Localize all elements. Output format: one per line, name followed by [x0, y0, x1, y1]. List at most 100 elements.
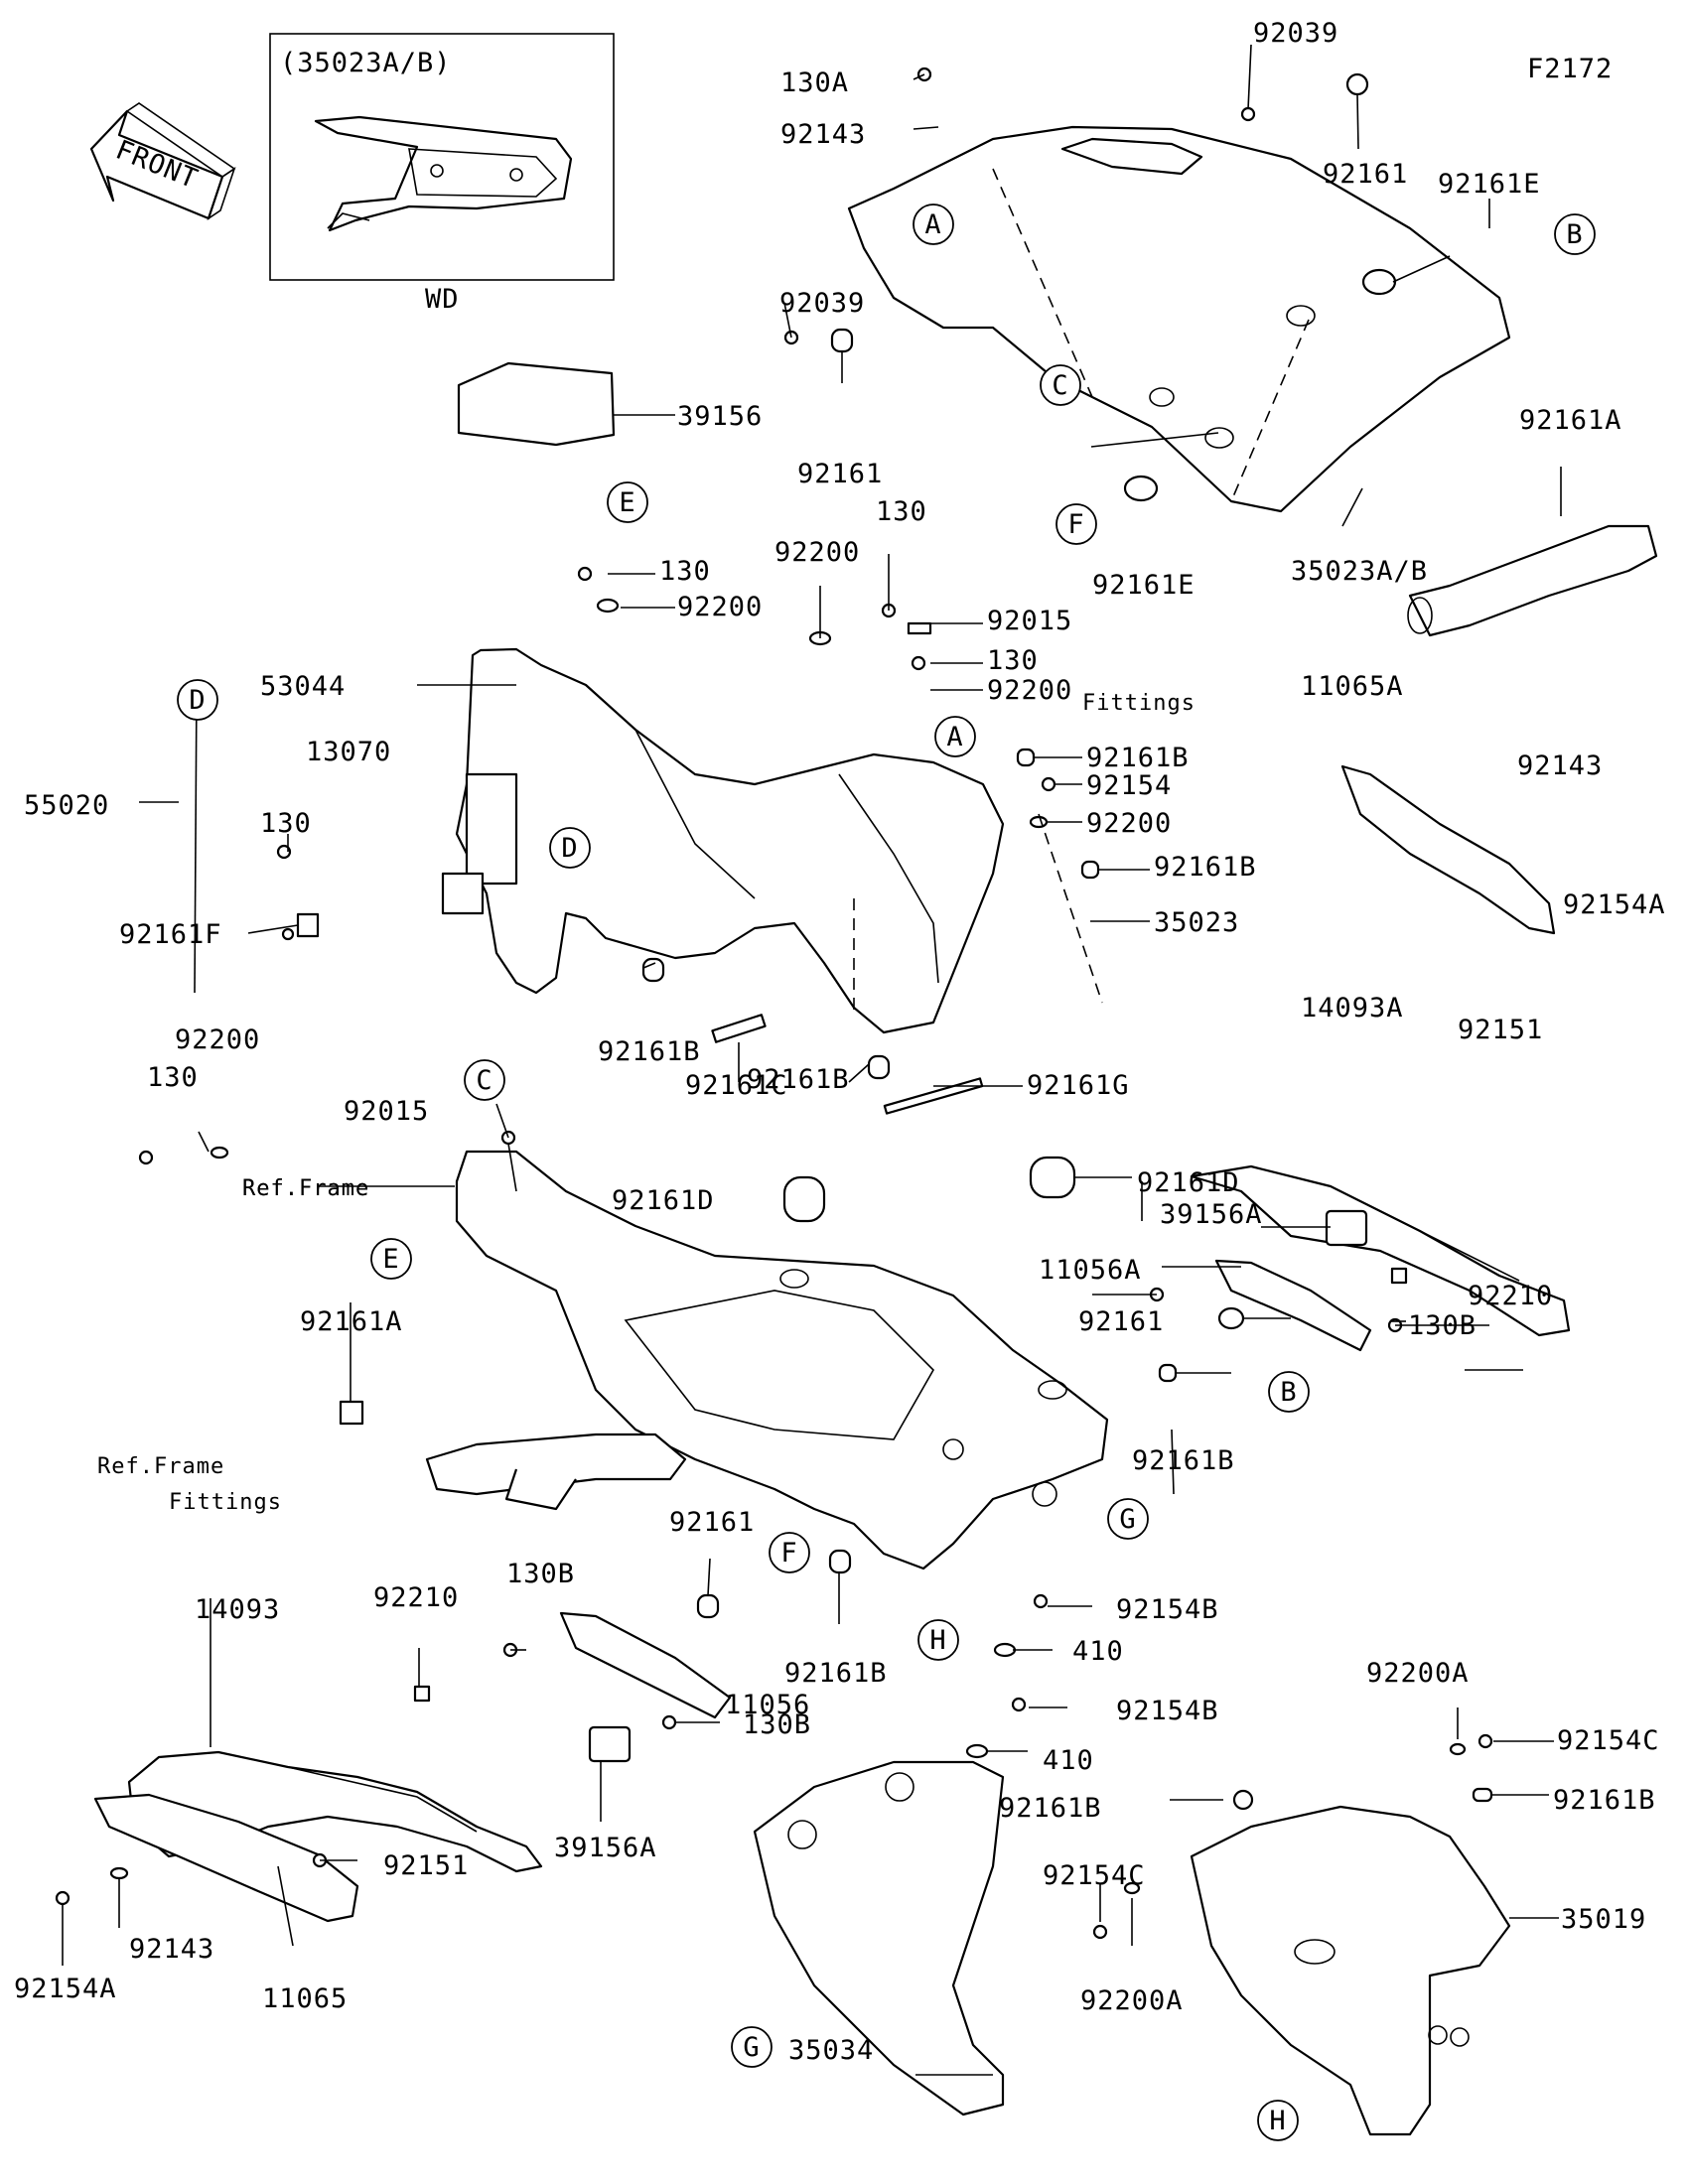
part-label: 92154A — [1563, 889, 1666, 920]
part-label: 92151 — [383, 1850, 469, 1881]
cover-11065a — [1340, 764, 1556, 935]
part-label: 92161E — [1438, 169, 1541, 200]
inner-panel-35034 — [753, 1760, 1005, 2116]
part-label: 11065 — [262, 1983, 348, 2014]
part-label: 55020 — [24, 790, 109, 821]
ref-frame-fittings-left — [425, 1433, 687, 1496]
cover-11065 — [93, 1793, 359, 1923]
part-label: Ref.Frame — [97, 1454, 224, 1479]
part-label: 92200 — [987, 675, 1072, 706]
part-label: Fittings — [1082, 691, 1196, 716]
part-label: 130 — [987, 645, 1039, 676]
callout-letter: C — [1052, 370, 1068, 401]
part-label: 92161B — [999, 1793, 1102, 1824]
callout-letter: D — [561, 833, 578, 864]
part-label: 92200A — [1080, 1985, 1184, 2016]
callout-marker: C — [464, 1059, 505, 1101]
part-label: Ref.Frame — [242, 1176, 369, 1201]
foam-39156a-left — [588, 1725, 632, 1763]
part-label: 92015 — [344, 1096, 429, 1127]
part-label: 92200 — [677, 592, 763, 622]
part-label: 130A — [780, 68, 849, 98]
part-label: 92161B — [784, 1658, 888, 1689]
part-label: 92039 — [1253, 18, 1338, 49]
fasteners — [55, 67, 1493, 1940]
part-label: 92161B — [747, 1064, 850, 1095]
inset-box — [269, 33, 615, 281]
bracket-11056 — [559, 1611, 732, 1719]
part-label: 92161C — [685, 1070, 788, 1101]
callout-marker: B — [1554, 213, 1596, 255]
part-label: 410 — [1072, 1636, 1124, 1667]
part-label: 130B — [1408, 1310, 1477, 1341]
part-label: 92154 — [1086, 770, 1172, 801]
callout-marker: E — [370, 1238, 412, 1280]
leader-lines — [62, 44, 1562, 2076]
part-label: 92015 — [987, 606, 1072, 636]
part-label: Fittings — [169, 1490, 282, 1515]
part-label: 14093A — [1301, 993, 1404, 1024]
part-label: 92143 — [780, 119, 866, 150]
callout-letter: H — [1269, 2106, 1286, 2136]
callout-letter: E — [382, 1244, 399, 1275]
part-label: 92161B — [598, 1036, 701, 1067]
figure-code: F2172 — [1527, 54, 1613, 84]
callout-letter: B — [1280, 1377, 1297, 1408]
part-label: 92210 — [373, 1582, 459, 1613]
callout-marker: A — [913, 204, 954, 245]
callout-marker: D — [177, 679, 218, 721]
callout-marker: G — [1107, 1498, 1149, 1540]
part-label: 130 — [147, 1062, 199, 1093]
part-label: 35023A/B — [1291, 556, 1428, 587]
part-label: 130 — [260, 808, 312, 839]
callout-letter: E — [619, 487, 635, 518]
callout-marker: G — [731, 2026, 773, 2068]
part-label: 35019 — [1561, 1904, 1646, 1935]
part-label: 130 — [659, 556, 711, 587]
part-label: 92154C — [1557, 1725, 1660, 1756]
callout-marker: D — [549, 827, 591, 869]
callout-marker: C — [1040, 364, 1081, 406]
part-label: 92154A — [14, 1974, 117, 2004]
inset-fender-drawing — [314, 115, 573, 232]
callout-letter: G — [743, 2032, 760, 2063]
dashed-leaders — [853, 168, 1310, 1013]
callout-marker: B — [1268, 1371, 1310, 1413]
part-label: 92143 — [129, 1934, 214, 1965]
part-label: Ref.Frame — [242, 1176, 369, 1201]
part-label: 92200 — [175, 1024, 260, 1055]
part-label: 92143 — [1517, 751, 1603, 781]
callout-letter: F — [1067, 509, 1084, 540]
inset-title: (35023A/B) — [280, 48, 452, 78]
part-label: 92151 — [1458, 1015, 1543, 1045]
part-label: 92161E — [1092, 570, 1196, 601]
part-label: 13070 — [306, 737, 391, 767]
part-label: 11065A — [1301, 671, 1404, 702]
part-label: 92161F — [119, 919, 222, 950]
callout-marker: H — [917, 1619, 959, 1661]
ref-frame-fittings-top — [1408, 524, 1658, 637]
callout-marker: H — [1257, 2100, 1299, 2141]
lower-cover-35019 — [1190, 1805, 1511, 2136]
part-label: 39156A — [1160, 1199, 1263, 1230]
part-label: 11056A — [1039, 1255, 1142, 1286]
callout-marker: F — [769, 1532, 810, 1573]
part-label: 92161D — [612, 1185, 715, 1216]
part-label: 92154C — [1043, 1860, 1146, 1891]
part-label: 92154B — [1116, 1696, 1219, 1726]
rear-frame — [455, 1150, 1109, 1570]
part-label: 92161B — [1553, 1785, 1656, 1816]
part-label: 92161B — [1154, 852, 1257, 883]
part-label: 35034 — [788, 2035, 874, 2066]
part-label: 410 — [1043, 1745, 1094, 1776]
part-label: 92161 — [1078, 1306, 1164, 1337]
callout-letter: F — [780, 1538, 797, 1569]
part-label: 92161A — [1519, 405, 1622, 436]
front-arrow-icon: FRONT — [89, 102, 236, 220]
part-label: 92200 — [774, 537, 860, 568]
callout-letter: C — [476, 1065, 492, 1096]
